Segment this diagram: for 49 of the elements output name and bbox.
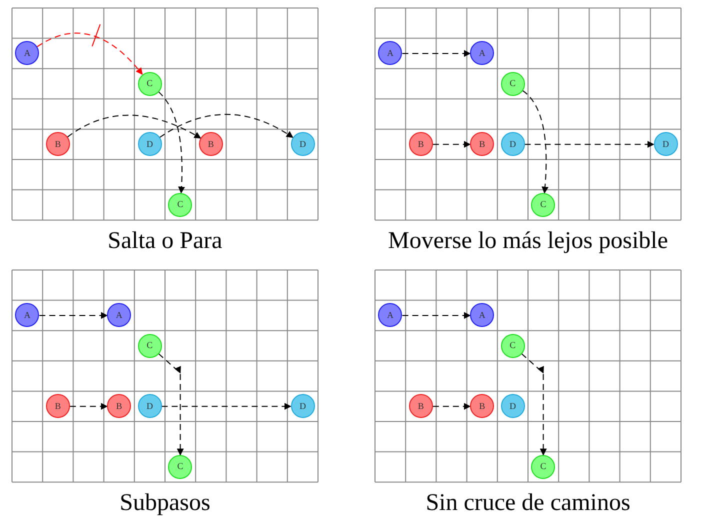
token-circle: B bbox=[46, 394, 70, 418]
panel-caption: Salta o Para bbox=[108, 228, 222, 256]
token-circle: D bbox=[654, 132, 678, 156]
token-circle: C bbox=[500, 72, 525, 96]
arrow bbox=[432, 140, 471, 148]
token-circle: A bbox=[470, 303, 494, 328]
token-circle: B bbox=[470, 132, 494, 156]
token-circle: C bbox=[531, 454, 556, 479]
arrow bbox=[66, 114, 202, 139]
token-circle: D bbox=[500, 394, 525, 418]
token-circle: A bbox=[378, 41, 402, 66]
token-circle: A bbox=[15, 41, 40, 66]
token-circle: D bbox=[138, 394, 162, 418]
arrow bbox=[161, 402, 292, 410]
arrow bbox=[521, 353, 547, 456]
token-circle: A bbox=[470, 41, 494, 66]
token-circle: D bbox=[290, 132, 315, 156]
arrow bbox=[69, 402, 108, 410]
token-circle: B bbox=[107, 394, 132, 418]
arrow bbox=[159, 114, 294, 138]
arrow bbox=[158, 91, 185, 194]
token-circle: C bbox=[500, 334, 525, 358]
token-circle: B bbox=[198, 132, 223, 156]
arrow bbox=[402, 312, 471, 319]
token-circle: C bbox=[138, 334, 162, 358]
token-circle: C bbox=[531, 192, 556, 217]
token-circle: B bbox=[408, 132, 433, 156]
arrow bbox=[522, 90, 548, 194]
arrow bbox=[524, 140, 654, 148]
token-circle: B bbox=[46, 132, 70, 156]
arrow bbox=[158, 353, 184, 456]
token-circle: C bbox=[168, 192, 192, 217]
token-circle: D bbox=[500, 132, 525, 156]
token-circle: D bbox=[138, 132, 162, 156]
arrow bbox=[402, 50, 471, 57]
token-circle: A bbox=[378, 303, 402, 328]
panel-caption: Subpasos bbox=[120, 490, 210, 518]
token-circle: B bbox=[408, 394, 433, 418]
panel-caption: Sin cruce de caminos bbox=[426, 490, 630, 518]
token-circle: D bbox=[290, 394, 315, 418]
token-circle: A bbox=[15, 303, 40, 328]
token-circle: C bbox=[168, 454, 192, 479]
arrow bbox=[36, 32, 143, 75]
panel-caption: Moverse lo más lejos posible bbox=[388, 228, 668, 256]
token-circle: A bbox=[107, 303, 132, 328]
token-circle: B bbox=[470, 394, 494, 418]
token-circle: C bbox=[138, 72, 162, 96]
arrow bbox=[38, 312, 108, 319]
arrow bbox=[432, 402, 471, 410]
